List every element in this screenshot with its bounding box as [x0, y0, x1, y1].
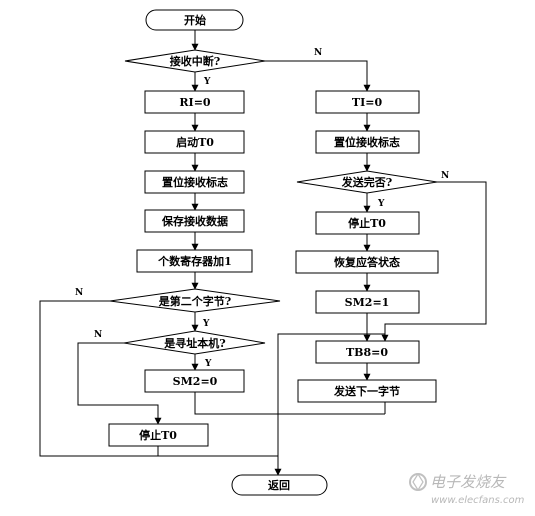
yes-label: Y: [202, 319, 210, 329]
no-label: N: [314, 48, 322, 58]
step-restore-reply: [295, 250, 439, 274]
step-start-t0-label: 启动T0: [176, 135, 214, 149]
yes-label: Y: [204, 359, 212, 369]
yes-label: Y: [377, 199, 385, 209]
step-stop-t0-left-label: 停止T0: [139, 428, 177, 442]
step-set-receive-flag-right: [315, 130, 420, 154]
watermark-text: 电子发烧友: [430, 473, 507, 491]
flow-line: [277, 333, 385, 456]
watermark-url: www.elecfans.com: [431, 495, 525, 506]
flow-line: [157, 446, 278, 457]
step-sm2-0-label: SM2=0: [173, 375, 218, 388]
return-label: 返回: [268, 478, 290, 492]
step-stop-t0-right: [315, 211, 420, 235]
decision-receive-interrupt: [124, 49, 266, 73]
step-sm2-1-label: SM2=1: [345, 296, 390, 309]
step-save-data: [144, 209, 245, 233]
step-set-receive-flag: [144, 170, 245, 194]
decision-second-byte-label: 是第二个字节?: [158, 294, 231, 308]
no-label: N: [441, 171, 449, 181]
decision-is-address-machine-label: 是寻址本机?: [163, 336, 225, 350]
decision-send-complete-label: 发送完否?: [341, 175, 392, 189]
flow-line: [265, 60, 371, 92]
step-send-next: [297, 379, 437, 403]
flow-line: [77, 342, 162, 425]
step-set-receive-flag-right-label: 置位接收标志: [334, 135, 400, 149]
start-terminal: [145, 9, 244, 31]
decision-receive-interrupt-label: 接收中断?: [170, 54, 220, 68]
step-ri-clear: [144, 90, 245, 114]
step-tb8-0-label: TB8=0: [346, 346, 388, 359]
decision-is-address-machine: [123, 330, 266, 355]
step-counter-inc: [136, 249, 253, 273]
watermark: 电子发烧友 www.elecfans.com: [409, 472, 525, 506]
flow-line: [39, 300, 158, 457]
step-start-t0: [144, 130, 245, 154]
step-ti-clear: [315, 90, 420, 114]
flow-line: [381, 181, 487, 342]
watermark-logo-mark: [412, 472, 424, 492]
start-label: 开始: [184, 13, 206, 27]
step-send-next-label: 发送下一字节: [333, 384, 400, 398]
step-sm2-0: [144, 369, 245, 393]
step-save-data-label: 保存接收数据: [161, 214, 228, 228]
step-stop-t0-right-label: 停止T0: [348, 216, 386, 230]
step-set-receive-flag-label: 置位接收标志: [162, 175, 228, 189]
return-terminal: [231, 474, 328, 496]
step-sm2-1: [315, 290, 420, 314]
no-label: N: [94, 330, 102, 340]
step-stop-t0-left: [108, 423, 209, 447]
step-ti-clear-label: TI=0: [352, 96, 383, 109]
step-tb8-0: [315, 340, 420, 364]
step-counter-inc-label: 个数寄存器加1: [157, 254, 232, 268]
decision-second-byte: [109, 288, 281, 313]
step-restore-reply-label: 恢复应答状态: [334, 255, 400, 269]
decision-send-complete: [296, 170, 438, 194]
no-label: N: [75, 288, 83, 298]
step-ri-clear-label: RI=0: [179, 96, 211, 109]
yes-label: Y: [203, 77, 211, 87]
